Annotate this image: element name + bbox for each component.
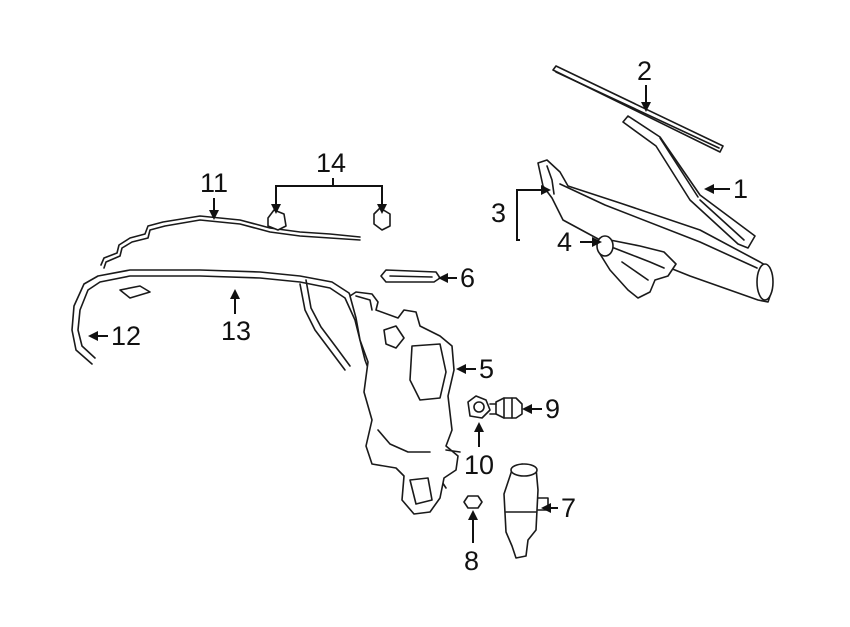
- hose-clip: [380, 269, 441, 283]
- hose-clips: [267, 207, 391, 231]
- wiper-motor: [596, 235, 677, 299]
- leader-lines: [88, 85, 730, 543]
- washer-reservoir: [349, 291, 461, 515]
- callout-9: 9: [545, 394, 560, 424]
- wiper-linkage: [537, 159, 774, 303]
- callout-6: 6: [460, 263, 475, 293]
- callout-10: 10: [464, 450, 494, 480]
- callout-1: 1: [733, 174, 748, 204]
- callout-5: 5: [479, 354, 494, 384]
- wiper-arm: [622, 115, 756, 249]
- callout-3: 3: [491, 198, 506, 228]
- callout-14: 14: [316, 148, 346, 178]
- washer-pump: [503, 463, 549, 559]
- callout-2: 2: [637, 56, 652, 86]
- callout-11: 11: [200, 168, 228, 198]
- callout-8: 8: [464, 546, 479, 576]
- grommet: [467, 395, 491, 419]
- check-valve: [489, 397, 523, 419]
- callout-4: 4: [557, 227, 572, 257]
- callout-13: 13: [221, 316, 251, 346]
- wiper-blade: [552, 65, 724, 153]
- callout-7: 7: [561, 493, 576, 523]
- callout-12: 12: [111, 321, 141, 351]
- plug: [463, 495, 483, 509]
- hose-upper: [100, 215, 361, 269]
- callout-numbers: 1 2 3 4 5 6 7 8 9 10 11 12 13 14: [111, 56, 748, 576]
